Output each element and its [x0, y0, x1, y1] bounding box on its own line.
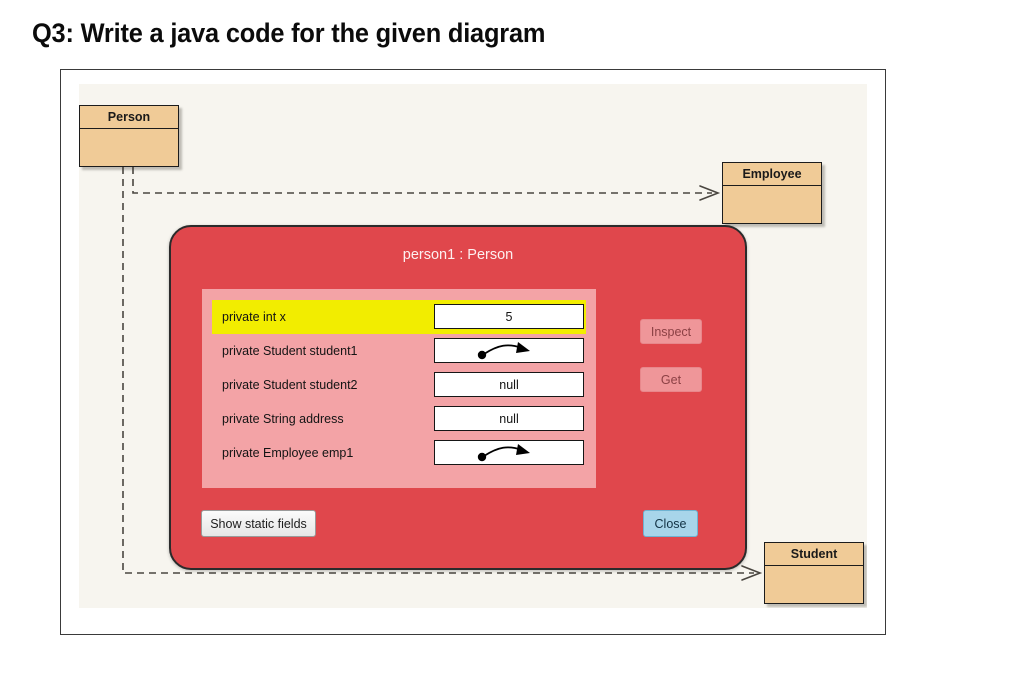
- object-inspector-dialog: person1 : Person private int x 5 private…: [169, 225, 747, 570]
- field-declaration: private int x: [222, 310, 286, 324]
- uml-class-student-body: [765, 566, 863, 603]
- show-static-fields-button[interactable]: Show static fields: [201, 510, 316, 537]
- fields-list: private int x 5 private Student student1: [212, 300, 586, 470]
- relation-person-student: [122, 167, 754, 574]
- field-row[interactable]: private Employee emp1: [212, 436, 586, 470]
- screenshot-frame: Person Employee Student person1 : Person…: [60, 69, 886, 635]
- object-inspector-title: person1 : Person: [402, 247, 514, 263]
- field-value[interactable]: null: [434, 406, 584, 431]
- field-value[interactable]: 5: [434, 304, 584, 329]
- get-button[interactable]: Get: [640, 367, 702, 392]
- uml-class-person-body: [80, 129, 178, 166]
- field-row[interactable]: private Student student2 null: [212, 368, 586, 402]
- field-value[interactable]: [434, 440, 584, 465]
- field-declaration: private Employee emp1: [222, 446, 354, 460]
- uml-relation-lines: [122, 167, 763, 581]
- uml-class-student-name: Student: [765, 543, 863, 566]
- object-reference-arrow-icon: [477, 341, 530, 359]
- field-declaration: private Student student1: [222, 344, 358, 358]
- inspect-button[interactable]: Inspect: [640, 319, 702, 344]
- object-reference-arrow-icon: [477, 443, 530, 461]
- uml-class-person-name: Person: [80, 106, 178, 129]
- field-declaration: private String address: [222, 412, 344, 426]
- field-declaration: private Student student2: [222, 378, 358, 392]
- uml-class-employee-name: Employee: [723, 163, 821, 186]
- uml-class-employee-body: [723, 186, 821, 223]
- close-button[interactable]: Close: [643, 510, 698, 537]
- field-row[interactable]: private Student student1: [212, 334, 586, 368]
- uml-class-employee[interactable]: Employee: [722, 162, 822, 224]
- fields-panel: private int x 5 private Student student1: [202, 289, 596, 488]
- bluej-class-diagram-canvas: Person Employee Student person1 : Person…: [79, 84, 867, 608]
- page-title: Q3: Write a java code for the given diag…: [32, 18, 546, 48]
- relation-person-employee-arrowhead: [699, 185, 721, 201]
- field-row[interactable]: private int x 5: [212, 300, 586, 334]
- relation-person-student-arrowhead: [741, 565, 763, 581]
- uml-class-student[interactable]: Student: [764, 542, 864, 604]
- field-value[interactable]: null: [434, 372, 584, 397]
- uml-class-person[interactable]: Person: [79, 105, 179, 167]
- field-row[interactable]: private String address null: [212, 402, 586, 436]
- relation-person-employee: [132, 167, 712, 194]
- field-value[interactable]: [434, 338, 584, 363]
